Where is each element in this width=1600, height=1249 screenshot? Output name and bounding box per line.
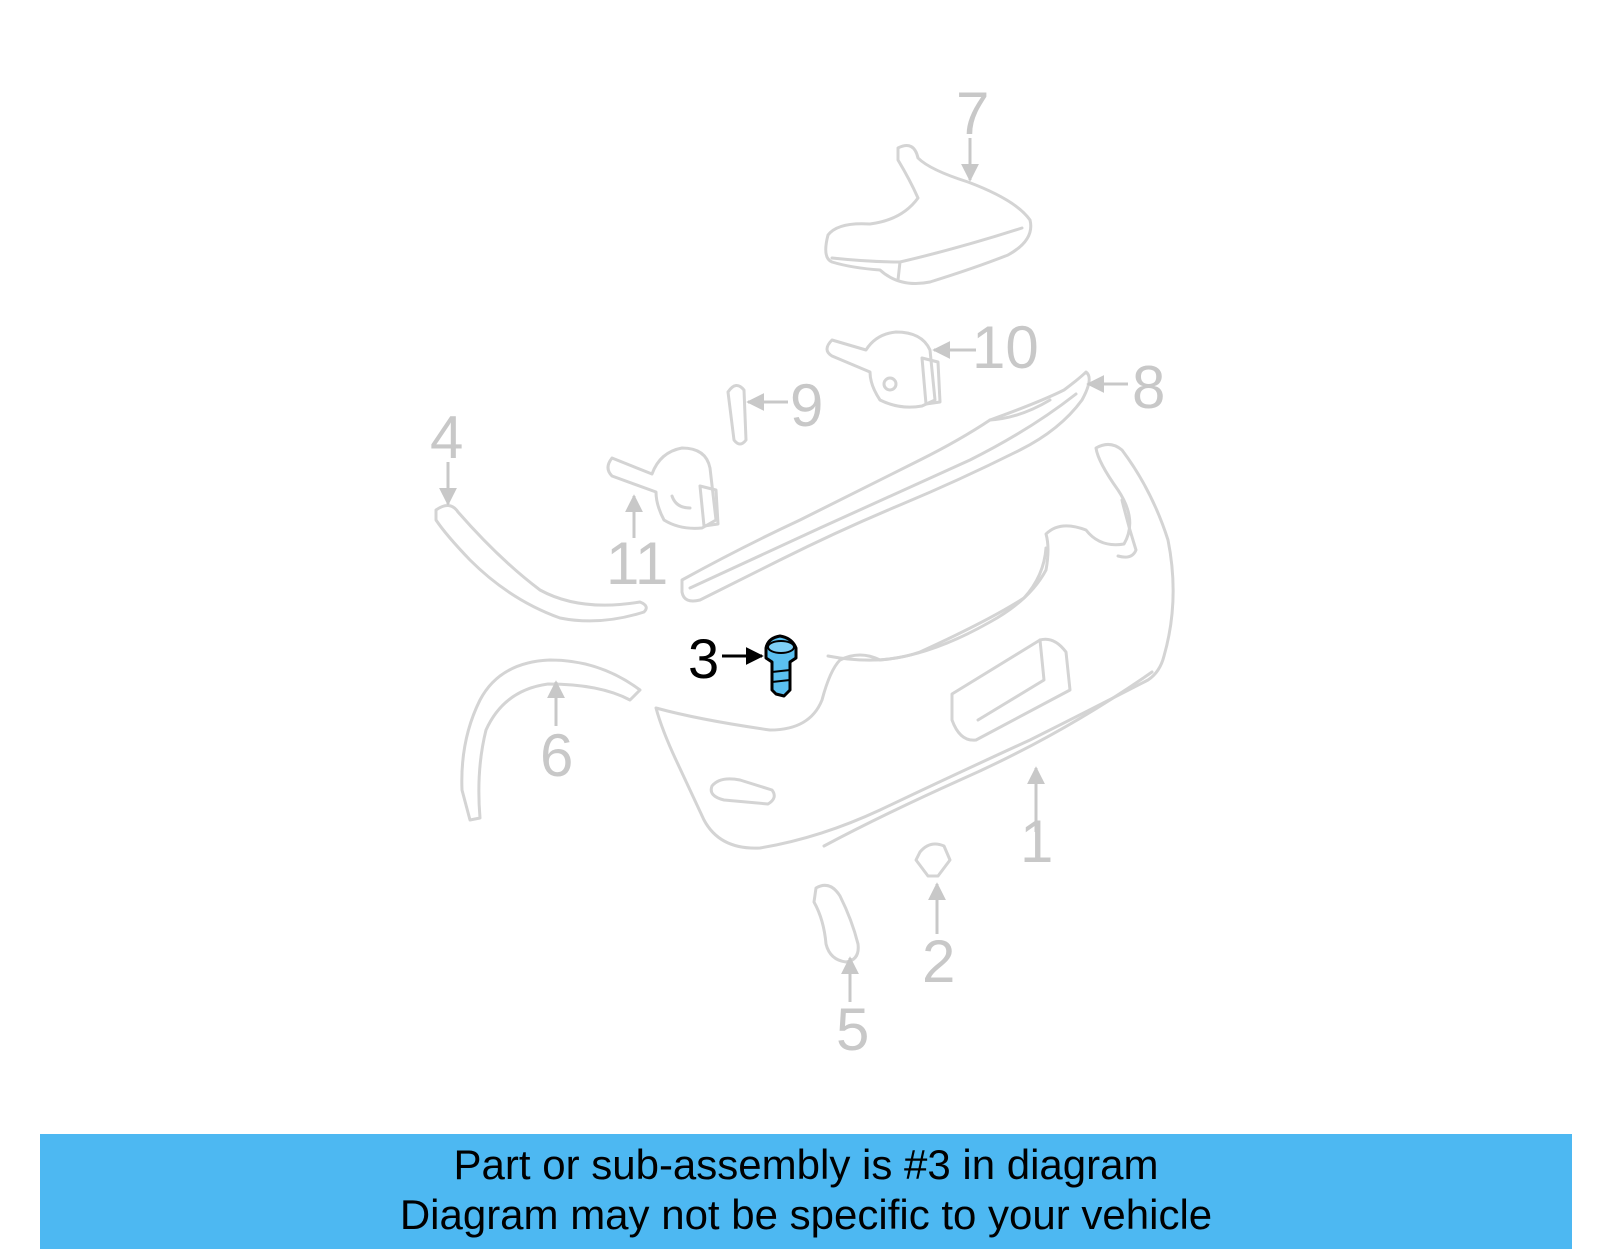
part-7-trim (824, 144, 1033, 285)
callout-10: 10 (932, 314, 1039, 381)
part-4-molding (434, 504, 648, 623)
svg-text:2: 2 (922, 928, 955, 995)
callout-2: 2 (922, 882, 955, 995)
part-3-bolt-highlighted[interactable] (764, 634, 798, 698)
svg-text:1: 1 (1020, 808, 1053, 875)
part-1-bumper-cover (654, 443, 1175, 850)
callout-1: 1 (1020, 766, 1053, 875)
callout-7: 7 (956, 80, 989, 182)
callout-8: 8 (1086, 354, 1165, 421)
callout-6: 6 (540, 680, 573, 789)
part-8-reinforcement (680, 370, 1091, 603)
svg-text:7: 7 (956, 80, 989, 147)
part-2-clip (914, 842, 952, 878)
part-5-bracket (812, 883, 860, 964)
callout-4: 4 (430, 404, 463, 506)
svg-text:5: 5 (836, 996, 869, 1063)
svg-text:10: 10 (972, 314, 1039, 381)
part-11-bracket (606, 446, 720, 530)
svg-text:9: 9 (790, 372, 823, 439)
svg-text:11: 11 (606, 530, 668, 597)
banner-line-disclaimer: Diagram may not be specific to your vehi… (399, 1191, 1213, 1238)
callout-11: 11 (606, 494, 668, 597)
svg-text:3: 3 (688, 627, 719, 690)
callout-5: 5 (836, 956, 869, 1063)
info-banner: Part or sub-assembly is #3 in diagram Di… (40, 1134, 1572, 1249)
banner-line-part-number: Part or sub-assembly is #3 in diagram (453, 1141, 1159, 1188)
part-10-bracket (825, 330, 942, 409)
part-9-pin (726, 384, 748, 446)
callout-3-highlighted[interactable]: 3 (688, 627, 764, 690)
svg-text:6: 6 (540, 722, 573, 789)
svg-text:4: 4 (430, 404, 463, 471)
callout-9: 9 (746, 372, 823, 439)
svg-text:8: 8 (1132, 354, 1165, 421)
